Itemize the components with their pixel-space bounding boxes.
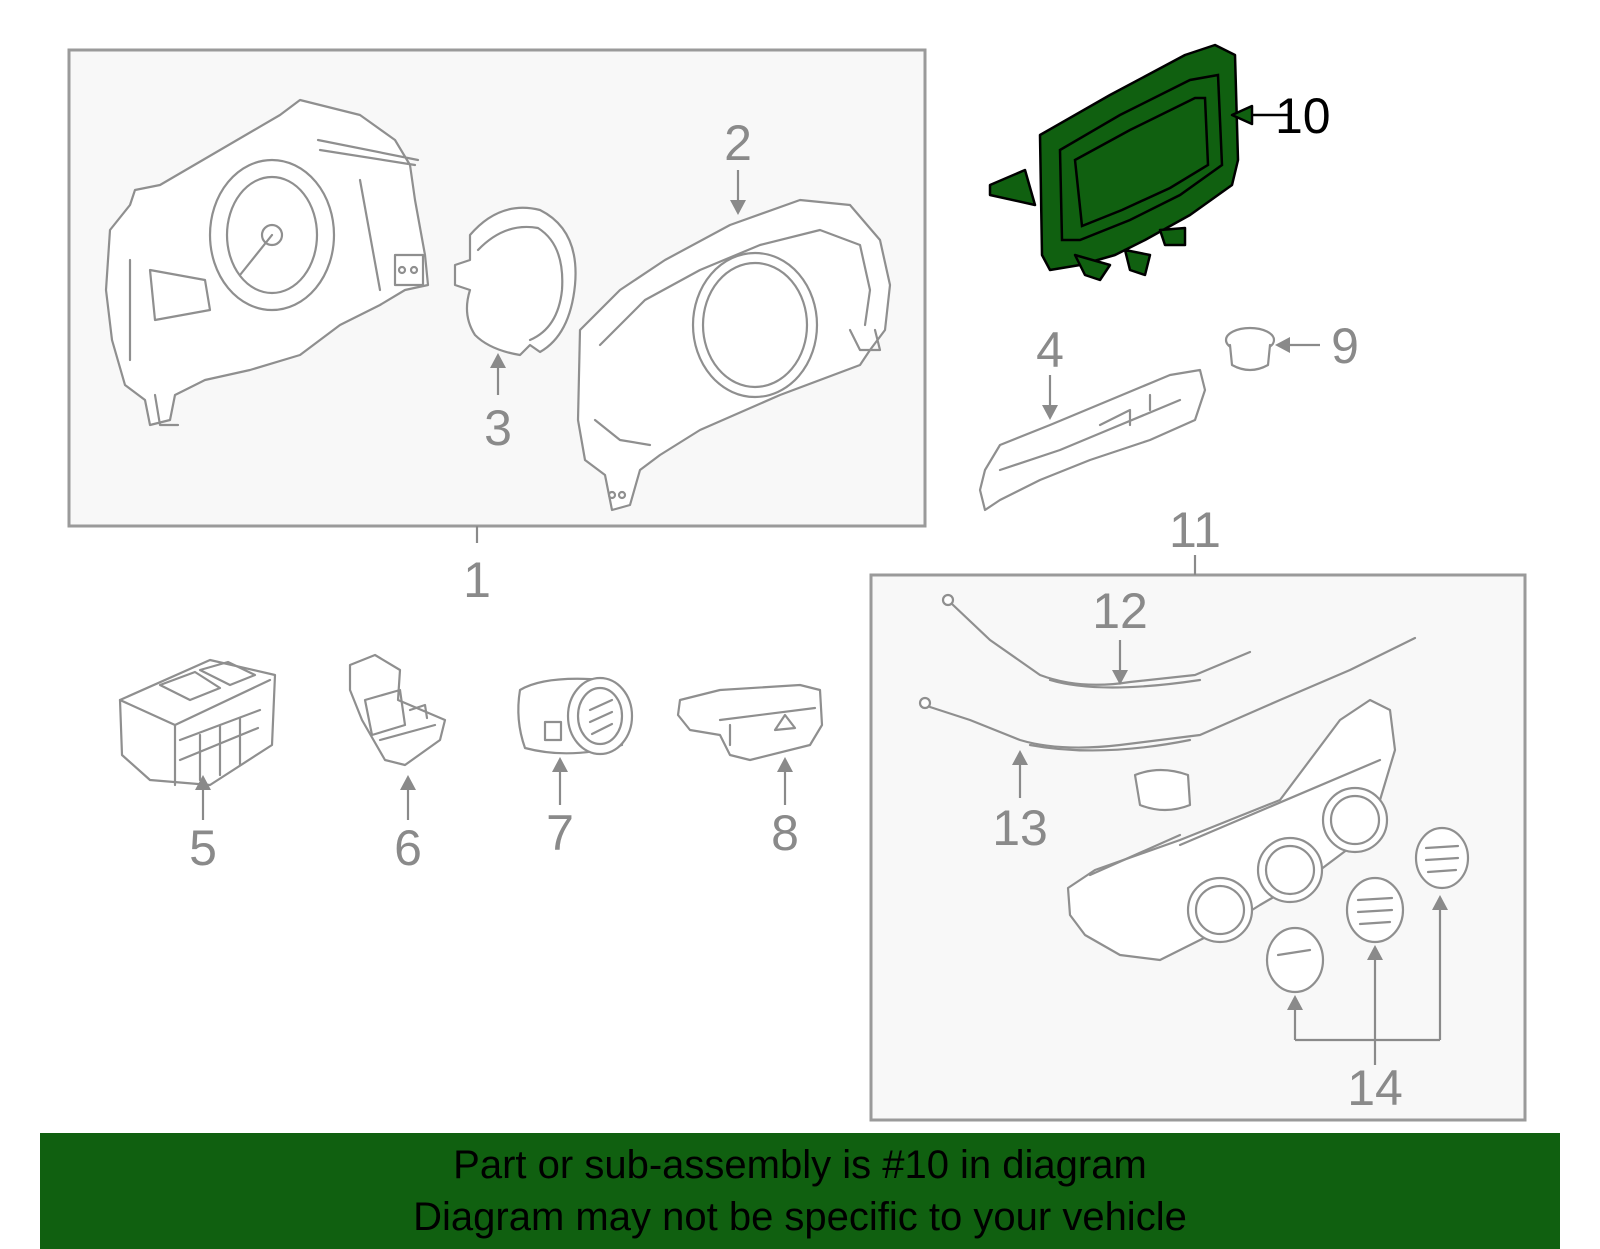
hazard-switch-part-8	[676, 683, 824, 762]
callout-6: 6	[394, 820, 422, 876]
switch-panel-part-5	[118, 658, 277, 787]
cable-part-13	[918, 636, 1417, 752]
callout-10: 10	[1275, 88, 1331, 144]
callout-1: 1	[463, 552, 491, 608]
callout-12: 12	[1092, 583, 1148, 639]
climate-unit-part-11	[1066, 698, 1397, 962]
banner-line-disclaimer: Diagram may not be specific to your vehi…	[413, 1195, 1187, 1239]
power-outlet-part-7	[517, 676, 634, 756]
knobs-part-14	[1265, 826, 1470, 994]
callout-11: 11	[1169, 502, 1221, 558]
cable-part-12	[941, 593, 1252, 689]
bezel-part-2	[576, 198, 892, 512]
cluster-housing-part	[104, 98, 430, 427]
leader-lines	[195, 170, 1448, 1065]
banner-line-part-number: Part or sub-assembly is #10 in diagram	[453, 1143, 1147, 1187]
callout-13: 13	[992, 800, 1048, 856]
switch-strip-part-4	[978, 368, 1207, 512]
clip-part-9	[1224, 326, 1276, 372]
callout-14: 14	[1347, 1060, 1403, 1116]
callout-5: 5	[189, 820, 217, 876]
callout-8: 8	[771, 805, 799, 861]
lens-part-3	[453, 206, 577, 357]
callout-4: 4	[1036, 322, 1064, 378]
display-screen-part-10	[988, 43, 1290, 282]
callout-7: 7	[546, 805, 574, 861]
callout-9: 9	[1331, 318, 1359, 374]
switch-part-6	[348, 653, 447, 767]
callout-3: 3	[484, 400, 512, 456]
info-banner: Part or sub-assembly is #10 in diagram D…	[40, 1133, 1560, 1249]
callout-2: 2	[724, 115, 752, 171]
